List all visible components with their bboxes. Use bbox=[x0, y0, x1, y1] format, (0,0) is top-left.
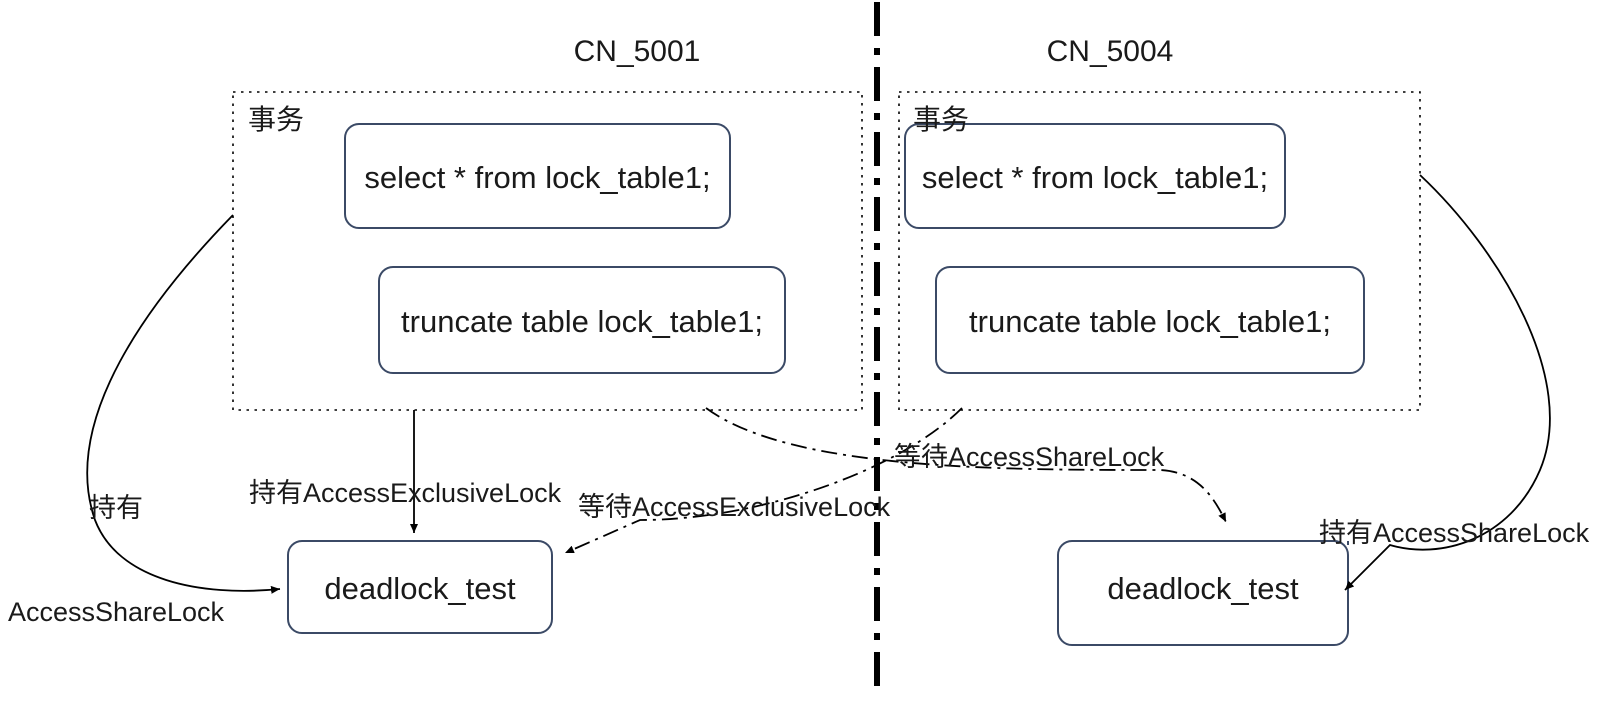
edge-label-hold-accessshare-right: 持有AccessShareLock bbox=[1319, 518, 1590, 548]
transaction-label-cn5001: 事务 bbox=[248, 104, 305, 135]
statement-box-cn5001-select[interactable] bbox=[344, 123, 731, 229]
resource-label-cn5001: deadlock_test bbox=[324, 571, 516, 606]
edge-label-wait-accessshare: 等待AccessShareLock bbox=[894, 442, 1165, 472]
edge-label-hold-accessshare-left: 持有 AccessShareLock bbox=[0, 422, 232, 698]
statement-text-cn5001-select: select * from lock_table1; bbox=[364, 160, 711, 195]
statement-text-cn5001-truncate: truncate table lock_table1; bbox=[401, 304, 763, 339]
transaction-container-cn5001 bbox=[232, 91, 863, 411]
statement-box-cn5004-truncate[interactable] bbox=[935, 266, 1365, 374]
panel-title-cn5001: CN_5001 bbox=[573, 35, 701, 68]
edge-label-line2: AccessShareLock bbox=[7, 596, 225, 627]
transaction-container-cn5004 bbox=[898, 91, 1421, 411]
statement-box-cn5001-truncate[interactable] bbox=[378, 266, 786, 374]
transaction-label-cn5004: 事务 bbox=[913, 104, 970, 135]
statement-text-cn5004-truncate: truncate table lock_table1; bbox=[969, 304, 1331, 339]
resource-box-cn5004[interactable] bbox=[1057, 540, 1349, 646]
panel-title-cn5004: CN_5004 bbox=[1046, 35, 1174, 68]
edge-wait-accessexclusive bbox=[564, 407, 963, 554]
edge-hold-accessshare-right bbox=[1344, 174, 1551, 591]
statement-text-cn5004-select: select * from lock_table1; bbox=[921, 160, 1269, 195]
edge-hold-accessshare-left bbox=[86, 214, 281, 594]
edge-label-hold-accessexclusive-left: 持有AccessExclusiveLock bbox=[249, 478, 562, 508]
edge-label-wait-accessexclusive: 等待AccessExclusiveLock bbox=[578, 492, 891, 522]
statement-box-cn5004-select[interactable] bbox=[904, 123, 1286, 229]
edge-label-line1: 持有 bbox=[89, 493, 143, 524]
edge-wait-accessshare bbox=[705, 407, 1227, 523]
resource-label-cn5004: deadlock_test bbox=[1107, 571, 1299, 606]
resource-box-cn5001[interactable] bbox=[287, 540, 553, 634]
